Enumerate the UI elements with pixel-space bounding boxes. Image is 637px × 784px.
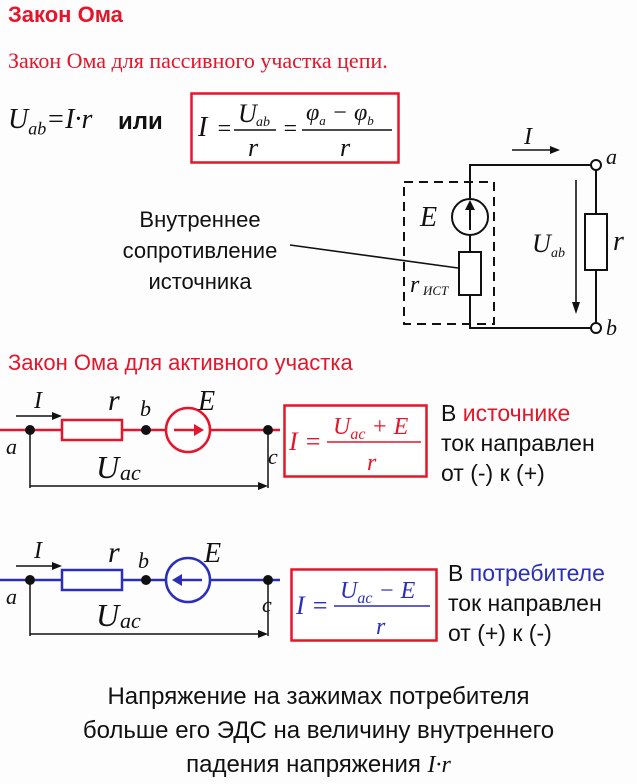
- source-text: В источнике ток направлен от (-) к (+): [441, 400, 595, 486]
- node-a: a: [606, 144, 617, 169]
- rint-sub: ИСТ: [422, 283, 449, 298]
- svg-text:r: r: [367, 450, 377, 476]
- active-formula-box-2: I = Uac − E r: [290, 568, 438, 642]
- consumer-text: В потребителе ток направлен от (+) к (-): [448, 560, 605, 646]
- u-label-2: U: [96, 597, 121, 633]
- e-label-2: E: [203, 540, 221, 569]
- svg-text:r: r: [376, 614, 386, 640]
- c-label-2: c: [262, 592, 272, 617]
- u-label-1: U: [96, 449, 121, 485]
- a-label-2: a: [6, 584, 17, 609]
- emf-label: E: [419, 202, 437, 233]
- ohm-simple-equation: Uab=I·r: [8, 104, 93, 139]
- formula-den1: r: [248, 133, 259, 162]
- active-circuit-source: I r b E a c U ac: [0, 384, 280, 490]
- active-formula-box-1: I = Uac + E r: [283, 404, 428, 478]
- node-b: b: [606, 315, 617, 340]
- rint-label: r: [410, 272, 420, 298]
- e-label-1: E: [197, 386, 215, 417]
- conclusion-expr: I·r: [427, 752, 451, 778]
- active-circuit-consumer: I r b E a c U ac: [0, 540, 280, 638]
- uab-sub: ab: [551, 246, 565, 261]
- load-label: r: [613, 226, 624, 257]
- formula-num1: U: [238, 99, 259, 128]
- page-title: Закон Ома: [8, 2, 123, 27]
- passive-heading: Закон Ома для пассивного участка цепи.: [8, 48, 388, 73]
- svg-text:I =: I =: [288, 427, 322, 456]
- uab-label: U: [532, 229, 553, 258]
- current-label: I: [523, 124, 533, 150]
- conclusion: Напряжение на зажимах потребителя больше…: [82, 683, 555, 778]
- svg-text:Uac + E: Uac + E: [333, 414, 409, 443]
- internal-resistance-label: Внутреннее сопротивление источника: [122, 207, 278, 294]
- svg-text:=: =: [216, 116, 232, 142]
- i-label-2: I: [33, 540, 43, 564]
- i-label-1: I: [33, 388, 43, 414]
- formula-num2: φa − φb: [306, 100, 374, 128]
- u-sub-1: ac: [120, 460, 141, 485]
- svg-text:Uac − E: Uac − E: [340, 578, 416, 607]
- r-label-1: r: [108, 384, 120, 417]
- a-label-1: a: [6, 434, 17, 459]
- passive-formula-box: I = U ab r = φa − φb r: [190, 92, 400, 164]
- svg-text:=: =: [282, 116, 298, 142]
- passive-circuit: E r ИСТ r a b I U ab: [289, 124, 624, 340]
- formula-den2: r: [340, 133, 351, 162]
- b-label-2: b: [138, 548, 149, 573]
- r-label-2: r: [108, 540, 120, 569]
- u-sub-2: ac: [120, 608, 141, 633]
- or-word: или: [118, 108, 163, 135]
- active-heading: Закон Ома для активного участка: [8, 350, 353, 375]
- formula-I: I: [197, 112, 209, 143]
- c-label-1: c: [268, 444, 278, 469]
- svg-text:ab: ab: [256, 115, 270, 130]
- b-label-1: b: [140, 396, 151, 421]
- svg-text:I =: I =: [295, 591, 329, 620]
